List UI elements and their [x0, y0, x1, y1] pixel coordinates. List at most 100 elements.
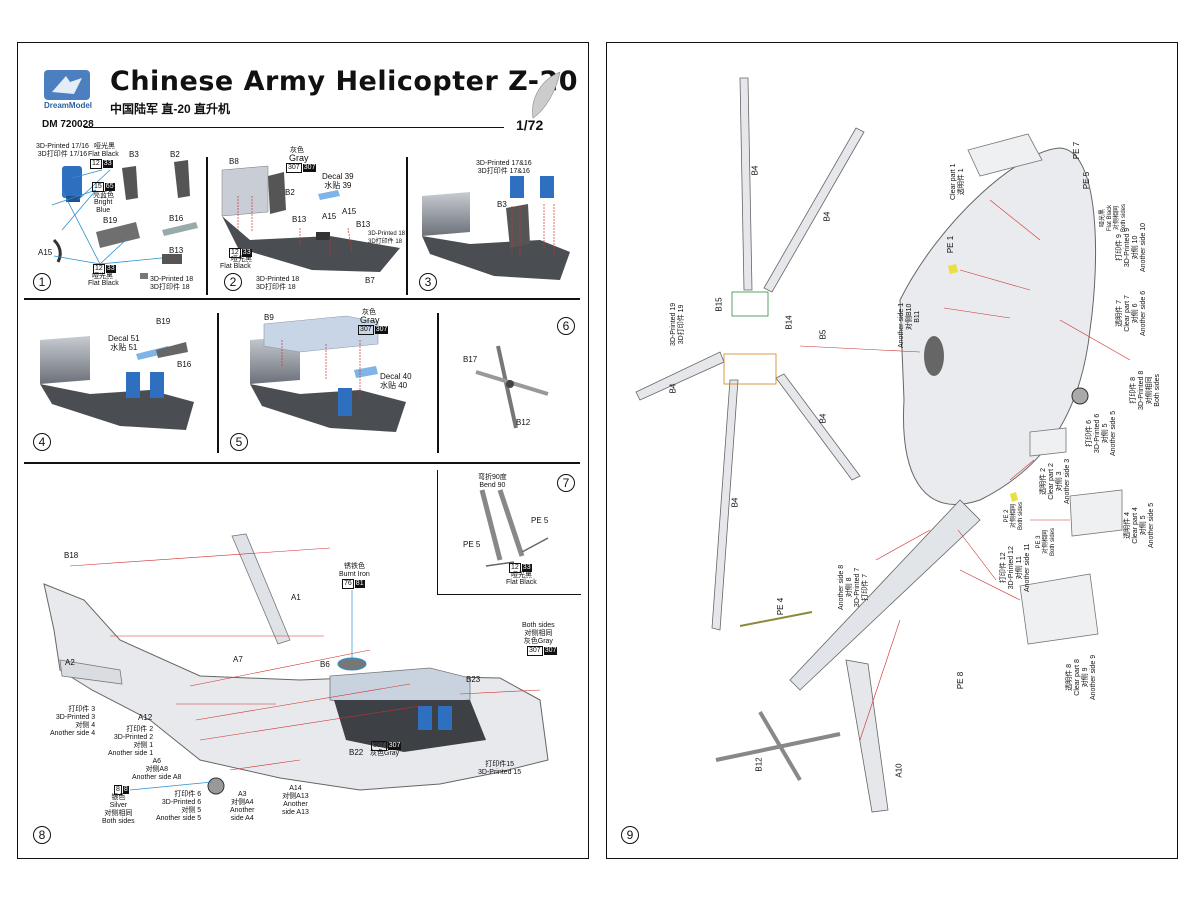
decal-51: Decal 51 水贴 51 [108, 334, 140, 352]
part-B4-low: B4 [730, 497, 740, 508]
bend-90-label: 弯折90度 Bend 90 [478, 474, 507, 489]
flat-black-label: Flat Black [506, 579, 537, 586]
print-18-label: 3D-Printed 18 3D打印件 18 [150, 276, 194, 291]
part-B16: B16 [169, 214, 184, 223]
part-PE1: PE 1 [946, 235, 956, 254]
flat-black-cn: 哑光黑 [231, 256, 252, 263]
gray-label: 灰色Gray [370, 750, 400, 757]
part-B17: B17 [463, 355, 478, 364]
step-number-4: 4 [33, 433, 51, 451]
clear-part-2: 透明件 2 Clear part 2 对侧 3 Another side 3 [1040, 458, 1071, 504]
divider [406, 157, 408, 295]
part-A7: A7 [233, 655, 243, 664]
brand-name: DreamModel [44, 101, 93, 110]
step-number-8: 8 [33, 826, 51, 844]
divider [437, 313, 439, 453]
header-rule [84, 127, 504, 128]
product-code: DM 720028 [42, 119, 94, 130]
part-A6-label: A6 对侧A8 Another side A8 [132, 758, 182, 781]
step-number-9: 9 [621, 826, 639, 844]
step-number-5: 5 [230, 433, 248, 451]
step-number-1: 1 [33, 273, 51, 291]
part-B19: B19 [103, 216, 118, 225]
part-PE5-a: PE 5 [531, 516, 549, 525]
part-PE5-b: PE 5 [463, 540, 481, 549]
page-subtitle: 中国陆军 直-20 直升机 [110, 102, 231, 116]
part-B2: B2 [285, 188, 295, 197]
part-B15: B15 [714, 297, 724, 312]
page-title: Chinese Army Helicopter Z-20 [110, 66, 579, 97]
clear-part-8: 透明件 8 Clear part 8 对侧 9 Another side 9 [1066, 654, 1097, 700]
part-A2: A2 [65, 658, 75, 667]
print-6-label: 打印件 6 3D-Printed 6 对侧 5 Another side 5 [156, 791, 202, 822]
burnt-iron-label: Burnt Iron [339, 571, 370, 578]
divider [206, 157, 208, 295]
flat-black-label: Flat Black [220, 263, 251, 270]
part-B5: B5 [818, 329, 828, 340]
part-A15-b: A15 [342, 207, 357, 216]
divider [24, 298, 580, 300]
clear-part-4: 透明件 4 Clear part 4 对侧 5 Another side 5 [1124, 502, 1155, 548]
print-9-label: 打印件 9 3D-Printed 9 对侧 10 Another side 10 [1116, 222, 1147, 272]
gray-label: Gray [360, 315, 380, 325]
print-19-label: 3D-Printed 19 3D打印件 19 [670, 302, 685, 346]
clear-part-7: 透明件 7 Clear part 7 对侧 6 Another side 6 [1116, 290, 1147, 336]
part-B4-top: B4 [750, 165, 760, 176]
part-A12: A12 [138, 713, 153, 722]
bright-blue-label: Bright Blue [94, 199, 113, 214]
pe3-label: PE 3 对侧相同 Both sides [1036, 527, 1056, 556]
another-side-1: Another side 1 [898, 302, 905, 348]
gray-label: Gray [289, 153, 309, 163]
flat-black-cn: 哑光黑 [511, 572, 532, 579]
brand-logo [44, 70, 90, 100]
step-number-6: 6 [557, 317, 575, 335]
part-PE7: PE 7 [1072, 141, 1082, 160]
flat-black-cn-2: 哑光黑 [92, 273, 113, 280]
print-15-label: 打印件15 3D-Printed 15 [478, 761, 522, 776]
gray-cn: 灰色 [362, 309, 376, 316]
clear-part-1: Clear part 1 透明件 1 [950, 163, 965, 200]
part-B14: B14 [784, 315, 794, 330]
part-B7: B7 [365, 276, 375, 285]
print-3-label: 打印件 3 3D-Printed 3 对侧 4 Another side 4 [50, 706, 96, 737]
flat-black-label-2: Flat Black [88, 280, 119, 287]
print-2-label: 打印件 2 3D-Printed 2 对侧 1 Another side 1 [108, 726, 154, 757]
part-A1: A1 [291, 593, 301, 602]
part-B13: B13 [292, 215, 307, 224]
part-B8: B8 [229, 157, 239, 166]
burnt-iron-cn: 锈铁色 [344, 563, 365, 570]
part-A10: A10 [894, 763, 904, 778]
part-B16: B16 [177, 360, 192, 369]
part-B4-mid: B4 [818, 413, 828, 424]
part-A3-label: A3 对侧A4 Another side A4 [230, 791, 255, 822]
scale-label: 1/72 [516, 117, 544, 133]
step-number-7: 7 [557, 474, 575, 492]
silver-label: 银色 Silver 对侧相同 Both sides [102, 794, 135, 825]
pe2-label: PE 2 对侧相同 Both sides [1004, 501, 1024, 530]
step-number-2: 2 [224, 273, 242, 291]
divider [217, 313, 219, 453]
part-B9: B9 [264, 313, 274, 322]
part-B23: B23 [466, 675, 481, 684]
part-B13-b: B13 [356, 220, 371, 229]
part-A15: A15 [38, 248, 53, 257]
part-PE8: PE 8 [956, 671, 966, 690]
part-B12: B12 [516, 418, 531, 427]
print-6-label: 打印件 6 3D-Printed 6 对侧 5 Another side 5 [1086, 410, 1117, 456]
flat-black-label: Flat Black [88, 151, 119, 158]
step-number-3: 3 [419, 273, 437, 291]
part-A15: A15 [322, 212, 337, 221]
part-PE4: PE 4 [776, 597, 786, 616]
part-B3: B3 [129, 150, 139, 159]
flat-black-cn: 哑光黑 [94, 143, 115, 150]
divider [24, 462, 580, 464]
